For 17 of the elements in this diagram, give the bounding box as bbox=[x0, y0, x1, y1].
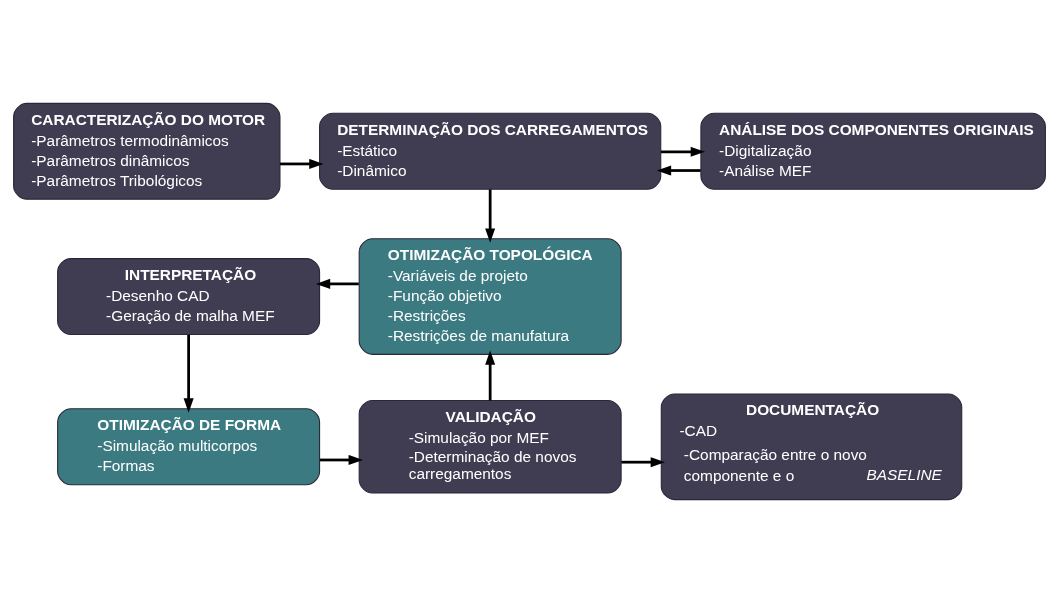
arrow bbox=[621, 457, 665, 468]
arrow bbox=[656, 165, 701, 176]
node-box: ANÁLISE DOS COMPONENTES ORIGINAIS -Digitalização -Análise MEF bbox=[700, 112, 1046, 190]
node-box: OTIMIZAÇÃO TOPOLÓGICA -Variáveis de projeto -Função objetivo -Restrições -Restrições de manufatura bbox=[358, 238, 622, 355]
arrow bbox=[280, 158, 324, 169]
node-box: DETERMINAÇÃO DOS CARREGAMENTOS -Estático -Dinâmico bbox=[319, 112, 662, 190]
node-box: INTERPRETAÇÃO -Desenho CAD -Geração de malha MEF bbox=[57, 258, 321, 336]
arrow bbox=[315, 278, 359, 289]
node-box: OTIMIZAÇÃO DE FORMA -Simulação multicorpos -Formas bbox=[57, 408, 321, 486]
arrow bbox=[485, 189, 496, 243]
node-box: VALIDAÇÃO -Simulação por MEF -Determinação de novos carregamentos bbox=[358, 400, 622, 494]
arrow bbox=[320, 454, 363, 465]
node-box: CARACTERIZAÇÃO DO MOTOR -Parâmetros termodinâmicos -Parâmetros dinâmicos -Parâmetros Tribológicos bbox=[13, 102, 281, 200]
arrow bbox=[485, 350, 496, 401]
arrow bbox=[660, 146, 706, 157]
arrow bbox=[183, 334, 194, 413]
node-box: DOCUMENTAÇÃO -CAD -Comparação entre o novo componente e o BASELINE bbox=[660, 393, 963, 501]
